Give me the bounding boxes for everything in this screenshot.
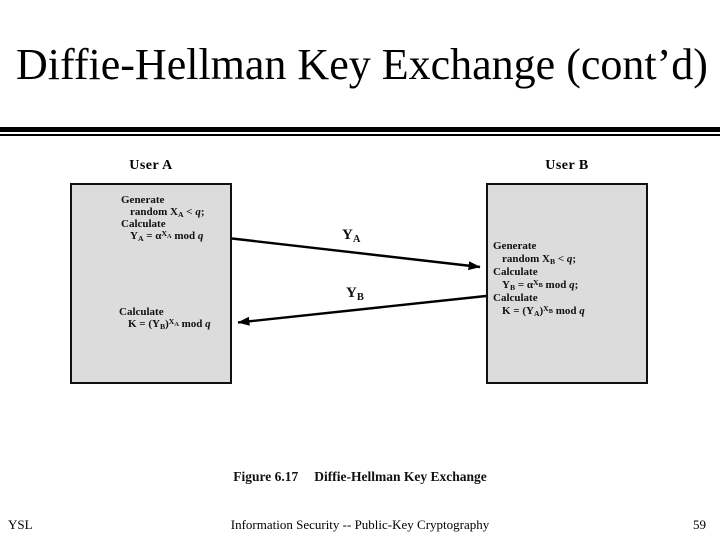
step-line: Generate xyxy=(493,240,537,252)
step-line: YA = αXA mod q xyxy=(130,228,204,244)
footer: Information Security -- Public-Key Crypt… xyxy=(0,517,720,537)
step-line: Calculate xyxy=(119,306,164,318)
title-rule-thick xyxy=(0,127,720,132)
step-line: YB = αXB mod q; xyxy=(502,277,579,293)
step-line: Calculate xyxy=(493,266,538,278)
step-line: K = (YB)XA mod q xyxy=(128,316,211,332)
step-line: random XB < q; xyxy=(502,253,577,267)
user-a-box xyxy=(70,183,232,384)
footer-author: YSL xyxy=(8,517,33,532)
user-b-box xyxy=(486,183,648,384)
user-a-label: User A xyxy=(129,158,173,173)
step-line: K = (YA)XB mod q xyxy=(502,303,585,319)
figure-number: Figure 6.17 xyxy=(233,469,299,484)
title-rule-thin xyxy=(0,134,720,136)
step-line: random XA < q; xyxy=(130,206,205,220)
message-label-ya: YA xyxy=(342,227,361,245)
step-line: Calculate xyxy=(493,292,538,304)
step-line: Calculate xyxy=(121,218,166,230)
figure-caption: Figure 6.17 Diffie-Hellman Key Exchange xyxy=(0,469,720,485)
step-line: Generate xyxy=(121,194,165,206)
figure-title: Diffie-Hellman Key Exchange xyxy=(314,469,487,484)
user-b-label: User B xyxy=(545,158,589,173)
slide-title: Diffie-Hellman Key Exchange (cont’d) xyxy=(16,40,708,89)
footer-page-number: 59 xyxy=(693,517,706,532)
footer-course-title: Information Security -- Public-Key Crypt… xyxy=(230,517,490,532)
message-label-yb: YB xyxy=(346,285,364,303)
